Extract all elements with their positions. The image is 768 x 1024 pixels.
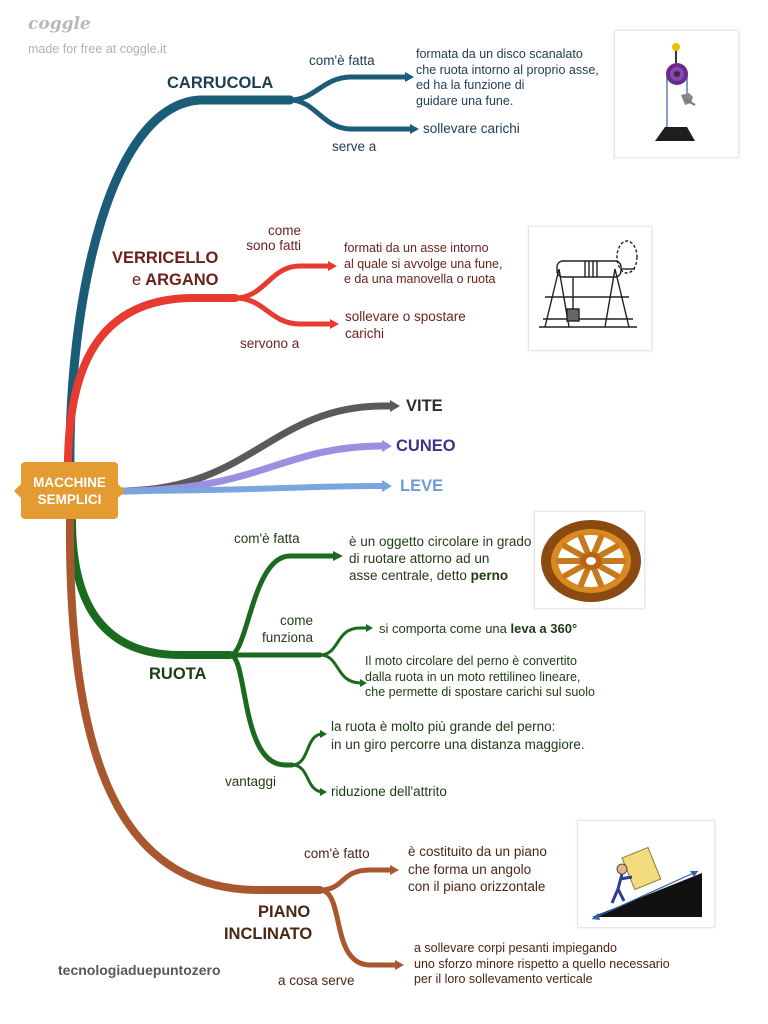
wheel-image[interactable] xyxy=(534,511,645,609)
ruota-desc-line: di ruotare attorno ad un xyxy=(349,551,490,566)
ruota-desc-line: è un oggetto circolare in grado xyxy=(349,534,532,549)
piano-serve-line: per il loro sollevamento verticale xyxy=(414,972,593,986)
pulley-icon xyxy=(655,43,696,141)
ruota-vantaggio-1[interactable]: la ruota è molto più grande del perno: i… xyxy=(331,718,585,754)
ruota-moto-line: dalla ruota in un moto rettilineo linear… xyxy=(365,669,581,684)
ruota-come-line: funziona xyxy=(262,630,314,645)
central-line-1: MACCHINE xyxy=(33,474,106,490)
piano-desc-line: è costituito da un piano xyxy=(408,844,547,859)
branch-piano xyxy=(65,516,404,970)
carrucola-desc-line: che ruota intorno al proprio asse, xyxy=(416,62,599,77)
carrucola-title[interactable]: CARRUCOLA xyxy=(167,74,274,92)
ruota-vantaggio-line: la ruota è molto più grande del perno: xyxy=(331,719,556,734)
ruota-vantaggio-2[interactable]: riduzione dell'attrito xyxy=(331,784,447,799)
piano-serve-text[interactable]: a sollevare corpi pesanti impiegando uno… xyxy=(414,941,670,988)
ruota-vantaggi-label[interactable]: vantaggi xyxy=(225,774,277,789)
piano-desc-line: con il piano orizzontale xyxy=(408,879,546,894)
made-for-link[interactable]: made for free at coggle.it xyxy=(28,42,167,56)
leve-title[interactable]: LEVE xyxy=(400,477,444,495)
verricello-servono-line: sollevare o spostare xyxy=(345,309,466,324)
carrucola-desc-line: formata da un disco scanalato xyxy=(416,47,583,61)
piano-title[interactable]: PIANO INCLINATO xyxy=(224,901,312,945)
ruota-come-funziona-label[interactable]: come funziona xyxy=(262,612,313,646)
carrucola-desc-line: guidare una fune. xyxy=(416,93,514,108)
verricello-come-line: come xyxy=(268,223,302,238)
ruota-come-line: come xyxy=(280,613,314,628)
wheel-spoke xyxy=(578,534,591,557)
winch-image[interactable] xyxy=(528,226,652,351)
footer-credit: tecnologiaduepuntozero xyxy=(58,962,221,978)
ruota-description[interactable]: è un oggetto circolare in grado di ruota… xyxy=(349,533,531,584)
ruota-desc-bold: perno xyxy=(470,568,509,583)
winch-icon xyxy=(539,240,638,328)
ruota-vantaggio-line: in un giro percorre una distanza maggior… xyxy=(331,737,585,752)
ruota-desc-line: asse centrale, detto perno xyxy=(349,567,531,584)
ruota-moto-text[interactable]: Il moto circolare del perno è convertito… xyxy=(365,654,595,701)
verricello-servono-text[interactable]: sollevare o spostare carichi xyxy=(345,308,466,342)
inclined-plane-image[interactable] xyxy=(577,820,715,928)
wheel-spoke xyxy=(591,565,604,588)
carrucola-serve-text[interactable]: sollevare carichi xyxy=(423,121,520,136)
piano-title-line: PIANO xyxy=(258,903,311,921)
wheel-icon xyxy=(541,520,641,602)
branch-leve xyxy=(117,480,392,494)
ruota-moto-line: Il moto circolare del perno è convertito xyxy=(365,654,577,668)
branch-ruota xyxy=(68,516,373,796)
verricello-come-label[interactable]: come sono fatti xyxy=(244,223,301,253)
piano-serve-line: a sollevare corpi pesanti impiegando xyxy=(414,941,617,955)
ruota-funziona-bold: leva a 360° xyxy=(510,621,578,636)
piano-description[interactable]: è costituito da un piano che forma un an… xyxy=(408,843,547,896)
argano-word: ARGANO xyxy=(145,271,219,289)
carrucola-description[interactable]: formata da un disco scanalato che ruota … xyxy=(416,47,599,109)
central-line-2: SEMPLICI xyxy=(37,491,102,507)
verricello-servono-line: carichi xyxy=(345,326,385,341)
wheel-spoke xyxy=(596,562,620,579)
wheel-spoke xyxy=(596,543,620,560)
argano-title[interactable]: e ARGANO xyxy=(132,271,219,290)
piano-desc-line: che forma un angolo xyxy=(408,861,532,877)
wheel-spoke xyxy=(562,543,586,560)
carrucola-serve-a-label[interactable]: serve a xyxy=(332,139,377,154)
verricello-desc-line: formati da un asse intorno xyxy=(344,241,489,255)
wheel-spoke xyxy=(591,534,604,557)
verricello-servono-label[interactable]: servono a xyxy=(240,336,300,351)
cuneo-title[interactable]: CUNEO xyxy=(396,437,456,455)
verricello-come-line: sono fatti xyxy=(246,238,302,253)
wheel-spoke xyxy=(562,562,586,579)
verricello-desc-line: e da una manovella o ruota xyxy=(344,272,496,286)
piano-a-cosa-serve-label[interactable]: a cosa serve xyxy=(278,973,355,988)
verricello-description[interactable]: formati da un asse intorno al quale si a… xyxy=(344,241,502,288)
ruota-desc-prefix: asse centrale, detto xyxy=(349,568,471,583)
piano-serve-line: uno sforzo minore rispetto a quello nece… xyxy=(414,956,670,971)
verricello-title[interactable]: VERRICELLO xyxy=(112,249,219,267)
ruota-funziona-prefix: si comporta come una xyxy=(379,621,511,636)
argano-e: e xyxy=(132,271,142,289)
ruota-come-fatta-label[interactable]: com'è fatta xyxy=(234,531,300,546)
branch-verricello xyxy=(63,261,339,484)
vite-title[interactable]: VITE xyxy=(406,397,443,415)
carrucola-desc-line: ed ha la funzione di xyxy=(416,78,525,92)
verricello-desc-line: al quale si avvolge una fune, xyxy=(344,256,503,271)
coggle-logo[interactable]: coggle xyxy=(28,14,91,34)
wheel-spoke xyxy=(578,565,591,588)
pulley-image[interactable] xyxy=(614,30,739,158)
ruota-moto-line: che permette di spostare carichi sul suo… xyxy=(365,685,595,699)
piano-come-fatto-label[interactable]: com'è fatto xyxy=(304,846,370,861)
carrucola-come-fatta-label[interactable]: com'è fatta xyxy=(309,53,375,68)
ruota-funziona-text[interactable]: si comporta come una leva a 360° xyxy=(379,621,577,637)
inclined-plane-icon xyxy=(591,846,702,920)
central-node[interactable]: MACCHINE SEMPLICI xyxy=(14,462,125,519)
piano-title-line: INCLINATO xyxy=(223,925,313,943)
ruota-title[interactable]: RUOTA xyxy=(149,665,207,683)
